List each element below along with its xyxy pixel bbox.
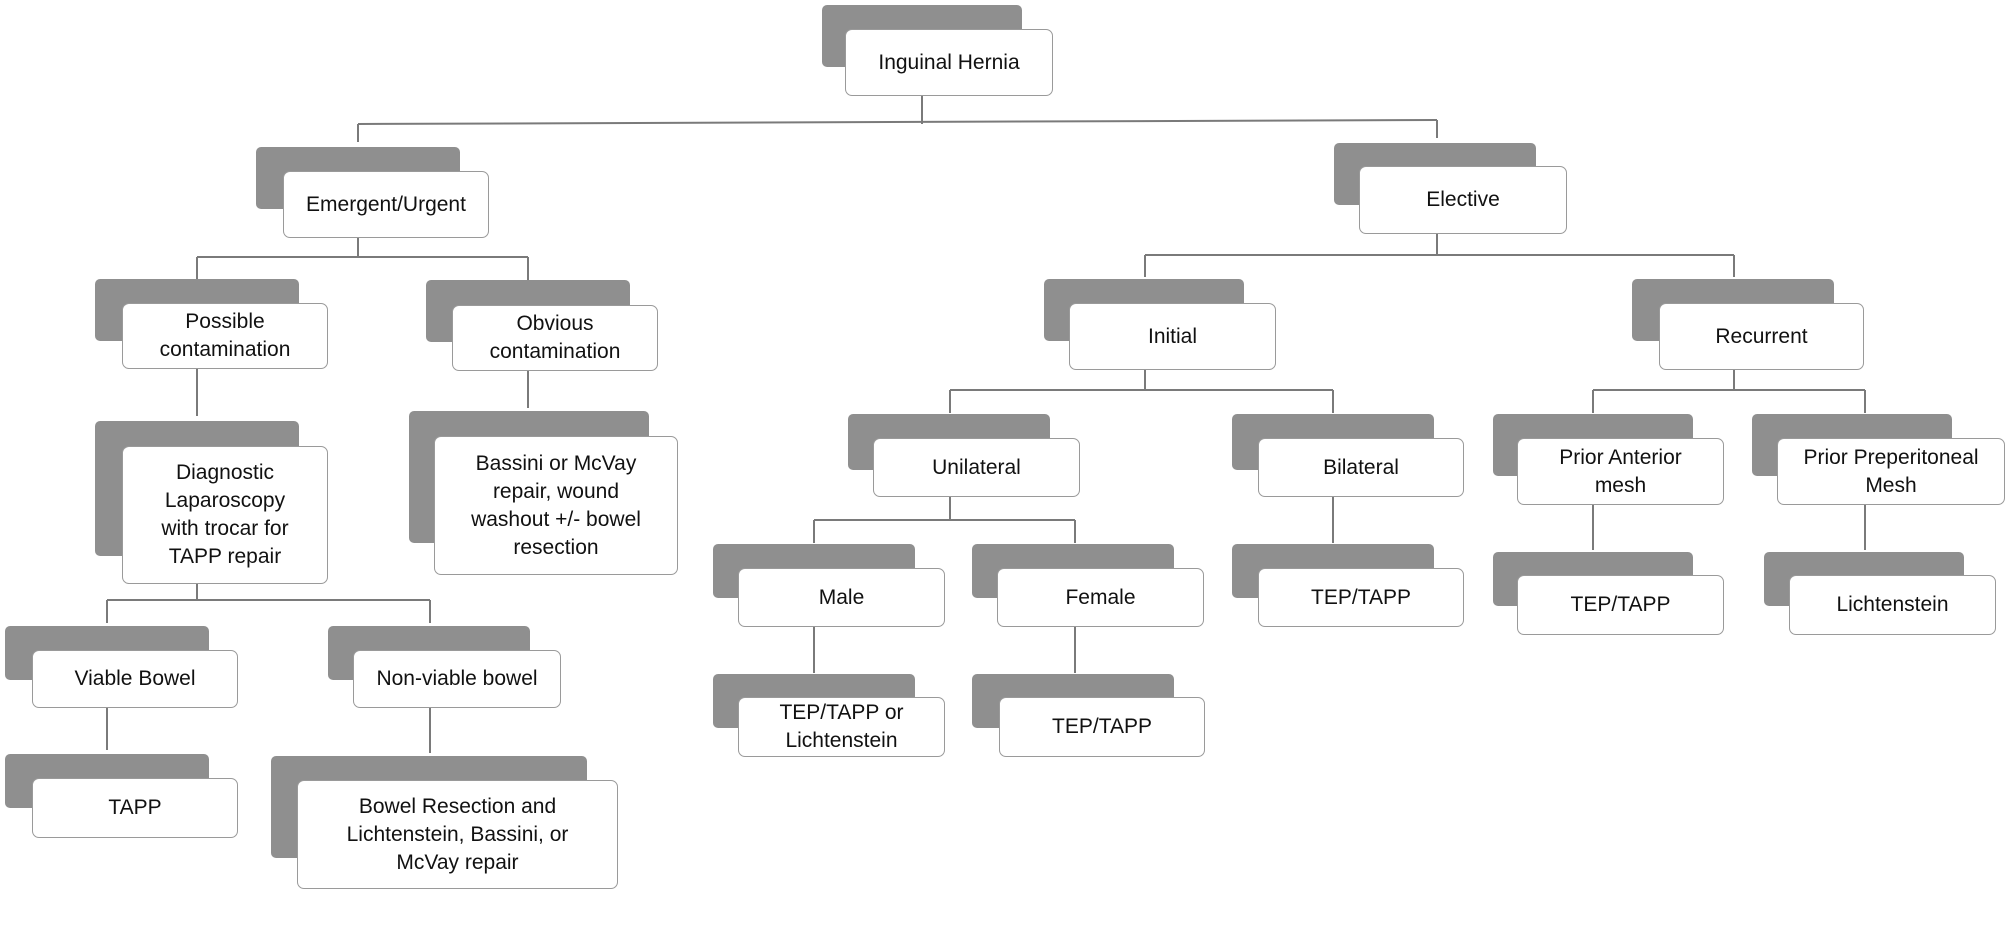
- node-label: Possible contamination: [159, 310, 291, 361]
- node-label: Elective: [1426, 188, 1500, 211]
- node-initial: Initial: [1069, 303, 1276, 370]
- node-label: TEP/TAPP or Lichtenstein: [779, 701, 904, 752]
- node-prior-anterior-mesh: Prior Anterior mesh: [1517, 438, 1724, 505]
- node-label: Diagnostic Laparoscopy with trocar for T…: [161, 461, 289, 568]
- node-label: Recurrent: [1715, 324, 1808, 348]
- node-label: Male: [818, 585, 865, 609]
- node-recurrent: Recurrent: [1659, 303, 1864, 370]
- node-label: Bowel Resection and Lichtenstein, Bassin…: [346, 794, 569, 874]
- node-label: Non-viable bowel: [376, 667, 538, 690]
- node-label: TEP/TAPP: [1311, 585, 1411, 609]
- node-emergent-urgent: Emergent/Urgent: [283, 171, 489, 238]
- node-male-result: TEP/TAPP or Lichtenstein: [738, 697, 945, 757]
- node-label: Unilateral: [932, 455, 1021, 479]
- node-label: TAPP: [108, 796, 162, 819]
- node-bowel-resection: Bowel Resection and Lichtenstein, Bassin…: [297, 780, 618, 889]
- node-label: Viable Bowel: [74, 667, 196, 690]
- node-unilateral: Unilateral: [873, 438, 1080, 497]
- node-non-viable-bowel: Non-viable bowel: [353, 650, 561, 708]
- node-label: TEP/TAPP: [1570, 593, 1671, 616]
- node-label: Emergent/Urgent: [306, 192, 466, 216]
- node-label: Prior Preperitoneal Mesh: [1803, 445, 1979, 497]
- node-prior-preperitoneal-mesh: Prior Preperitoneal Mesh: [1777, 438, 2005, 505]
- node-obvious-contamination: Obvious contamination: [452, 305, 658, 371]
- node-possible-contamination: Possible contamination: [122, 303, 328, 369]
- node-elective: Elective: [1359, 166, 1567, 234]
- node-bilateral-result: TEP/TAPP: [1258, 568, 1464, 627]
- node-viable-bowel: Viable Bowel: [32, 650, 238, 708]
- node-label: TEP/TAPP: [1052, 715, 1152, 738]
- node-inguinal-hernia: Inguinal Hernia: [845, 29, 1053, 96]
- node-label: Initial: [1147, 324, 1198, 348]
- node-label: Inguinal Hernia: [878, 50, 1020, 74]
- node-label: Prior Anterior mesh: [1559, 445, 1682, 497]
- node-label: Lichtenstein: [1836, 593, 1949, 616]
- node-diagnostic-laparoscopy: Diagnostic Laparoscopy with trocar for T…: [122, 446, 328, 584]
- node-bassini-mcvay-repair: Bassini or McVay repair, wound washout +…: [434, 436, 678, 575]
- node-bilateral: Bilateral: [1258, 438, 1464, 497]
- node-anterior-result: TEP/TAPP: [1517, 575, 1724, 635]
- node-label: Bilateral: [1323, 455, 1399, 479]
- node-preperitoneal-result: Lichtenstein: [1789, 575, 1996, 635]
- node-label: Female: [1065, 585, 1136, 609]
- node-label: Obvious contamination: [489, 312, 621, 363]
- node-label: Bassini or McVay repair, wound washout +…: [471, 451, 641, 559]
- node-male: Male: [738, 568, 945, 627]
- node-female-result: TEP/TAPP: [999, 697, 1205, 757]
- node-female: Female: [997, 568, 1204, 627]
- node-tapp: TAPP: [32, 778, 238, 838]
